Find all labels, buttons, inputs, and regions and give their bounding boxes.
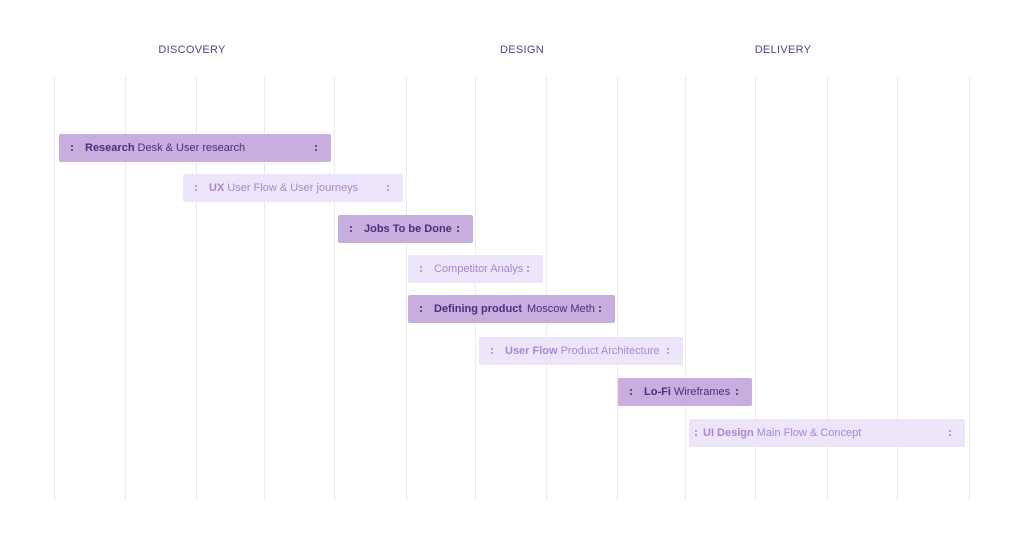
task-title: UI Design: [703, 427, 754, 439]
task-title: Defining product: [434, 303, 522, 315]
resize-handle-icon[interactable]: [663, 348, 673, 354]
task-subtitle: Wireframes: [673, 386, 731, 398]
phase-design: DESIGN: [500, 44, 544, 56]
task-subtitle: Desk & User research: [137, 142, 246, 154]
grid-line: [969, 76, 970, 501]
timeline-grid: [0, 76, 1024, 501]
task-bar-jobs-to-be-done[interactable]: Jobs To be Done: [338, 215, 473, 243]
drag-handle-icon[interactable]: [67, 145, 77, 151]
grid-line: [196, 76, 197, 501]
drag-handle-icon[interactable]: [416, 306, 426, 312]
grid-line: [897, 76, 898, 501]
grid-line: [334, 76, 335, 501]
resize-handle-icon[interactable]: [732, 389, 742, 395]
task-subtitle: User Flow & User journeys: [227, 182, 359, 194]
grid-line: [827, 76, 828, 501]
resize-handle-icon[interactable]: [945, 430, 955, 436]
task-subtitle: Product Architecture: [560, 345, 660, 357]
phase-delivery: DELIVERY: [754, 44, 812, 56]
grid-line: [125, 76, 126, 501]
phase-discovery: DISCOVERY: [158, 44, 226, 56]
grid-line: [264, 76, 265, 501]
grid-line: [406, 76, 407, 501]
task-bar-defining-product[interactable]: Defining product Moscow Method: [408, 295, 615, 323]
drag-handle-icon[interactable]: [191, 185, 201, 191]
task-subtitle: Moscow Method: [527, 303, 595, 315]
grid-line: [54, 76, 55, 501]
grid-line: [546, 76, 547, 501]
resize-handle-icon[interactable]: [595, 306, 605, 312]
drag-handle-icon[interactable]: [346, 226, 356, 232]
task-subtitle: Competitor Analysis: [434, 263, 523, 275]
resize-handle-icon[interactable]: [453, 226, 463, 232]
task-subtitle: Main Flow & Concept: [756, 427, 862, 439]
resize-handle-icon[interactable]: [383, 185, 393, 191]
grid-line: [617, 76, 618, 501]
task-label: Competitor Analysis: [426, 263, 523, 275]
resize-handle-icon[interactable]: [523, 266, 533, 272]
task-title: Jobs To be Done: [364, 223, 452, 235]
grid-line: [755, 76, 756, 501]
grid-line: [475, 76, 476, 501]
task-title: User Flow: [505, 345, 558, 357]
task-bar-competitor-analysis[interactable]: Competitor Analysis: [408, 255, 543, 283]
drag-handle-icon[interactable]: [691, 430, 701, 436]
task-title: Research: [85, 142, 135, 154]
task-title: Lo-Fi: [644, 386, 671, 398]
drag-handle-icon[interactable]: [626, 389, 636, 395]
drag-handle-icon[interactable]: [487, 348, 497, 354]
drag-handle-icon[interactable]: [416, 266, 426, 272]
resize-handle-icon[interactable]: [311, 145, 321, 151]
task-title: UX: [209, 182, 225, 194]
task-label: Defining product Moscow Method: [426, 303, 595, 315]
task-label: Jobs To be Done: [356, 223, 453, 235]
grid-line: [685, 76, 686, 501]
